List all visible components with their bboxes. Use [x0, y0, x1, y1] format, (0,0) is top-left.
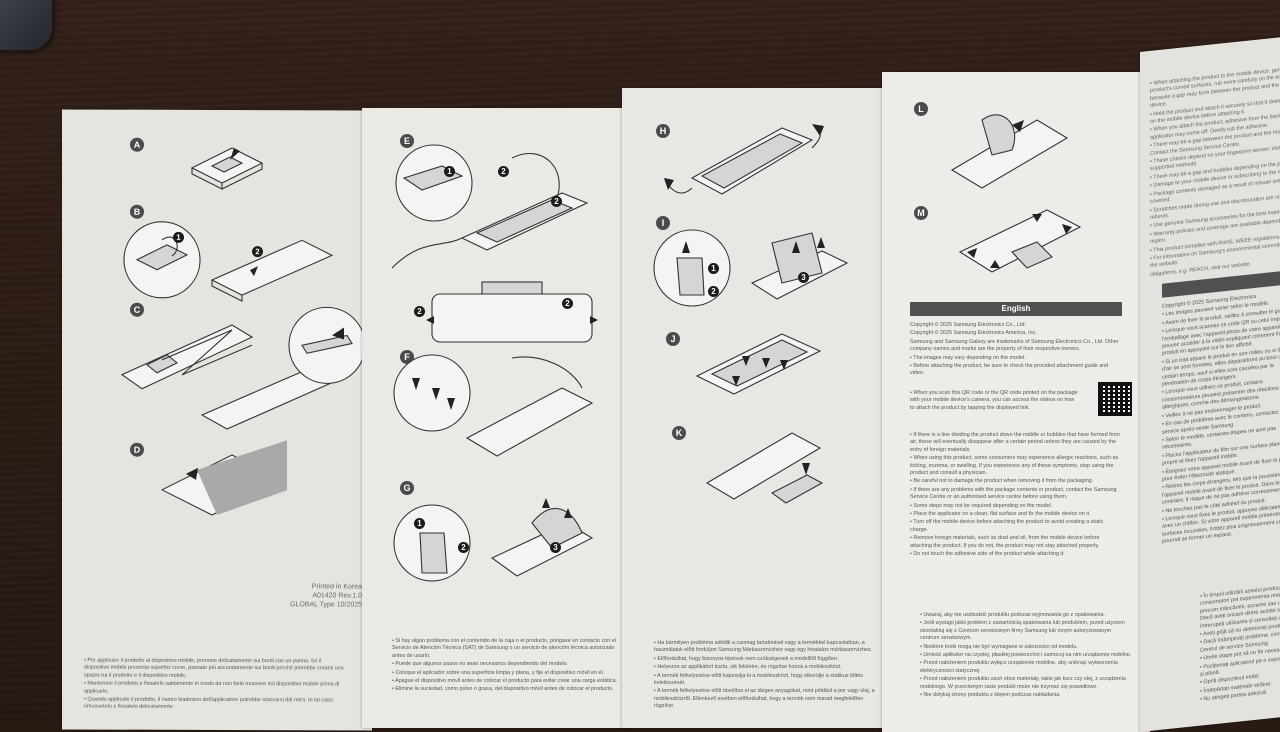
- qr-instruction-text: When you scan this QR code or the QR cod…: [910, 390, 1080, 413]
- step-label-i: I: [656, 216, 670, 230]
- step-label-h: H: [656, 124, 670, 138]
- callout-3: 3: [550, 542, 561, 553]
- qr-text: When you scan this QR code or the QR cod…: [910, 390, 1080, 412]
- illustration-step-a: [190, 147, 264, 190]
- illustration-step-h: [664, 124, 824, 195]
- copyright-line: Copyright © 2025 Samsung Electronics Co.…: [910, 322, 1027, 328]
- illustration-step-k: [705, 432, 824, 504]
- callout-2: 2: [252, 246, 263, 258]
- bullet-line: Place the applicator on a clean, flat su…: [910, 511, 1122, 518]
- instruction-panel-1: A B 1 2 C D Printed in Korea A01420 Rev.…: [62, 109, 372, 731]
- illustration-step-g: [393, 498, 594, 582]
- illustration-step-i: [653, 229, 849, 307]
- instruction-panel-3: H I 1 2 3 J K Ha bármilyen probléma adód…: [622, 88, 890, 728]
- step-label-g: G: [400, 481, 414, 495]
- footer-line: Przed nałożeniem produktu wyłącz urządze…: [920, 660, 1132, 675]
- trademark-line: Samsung and Samsung Galaxy are trademark…: [910, 338, 1119, 353]
- bullet-line: If there are any problems with the packa…: [910, 487, 1122, 502]
- print-country: Printed in Korea: [311, 583, 362, 591]
- footer-line: Nie dotykaj strony produktu z klejem pod…: [920, 692, 1132, 699]
- callout-2: 2: [562, 298, 573, 309]
- step-label-b: B: [130, 204, 144, 219]
- footer-line: A termék felhelyezése előtt kapcsolja ki…: [654, 673, 882, 688]
- instruction-panel-2: E 1 2 2 2 2 F G 1 2 3 Si hay algún: [362, 108, 630, 728]
- step-label-l: L: [914, 102, 928, 116]
- bullet-line: Do not touch the adhesive side of the pr…: [910, 551, 1122, 558]
- footer-line: Jeśli wystąpi jakiś problem z zawartości…: [920, 620, 1132, 642]
- illustration-step-m: [958, 209, 1082, 273]
- step-label-d: D: [130, 442, 144, 457]
- step-label-e: E: [400, 134, 414, 148]
- hungarian-text-block: Ha bármilyen probléma adódik a csomag ta…: [654, 640, 882, 712]
- step-label-k: K: [672, 426, 686, 440]
- footer-line: A termék felhelyezése előtt távolítsa el…: [654, 688, 882, 710]
- bullet-line: Remove foreign materials, such as dust a…: [910, 535, 1122, 550]
- romanian-text-block: În timpul utilizării acestui produs, uni…: [1200, 582, 1280, 705]
- illustration-step-b: [123, 221, 334, 302]
- callout-3: 3: [798, 272, 809, 283]
- callout-2: 2: [551, 196, 562, 207]
- footer-line: Elimine la suciedad, como polvo o grasa,…: [392, 686, 620, 693]
- english-bullets: If there is a line dividing the product …: [910, 432, 1122, 560]
- step-label-a: A: [130, 137, 144, 152]
- note-line: Before attaching the product, be sure to…: [910, 363, 1122, 378]
- english-continued-block: When attaching the product to the mobile…: [1150, 64, 1280, 280]
- footer-line: Mantenete il prodotto e fissatelo saldam…: [84, 681, 344, 697]
- footer-line: Uważaj, aby nie uszkodzić produktu podcz…: [920, 612, 1132, 619]
- step-label-j: J: [666, 332, 680, 346]
- callout-2: 2: [414, 306, 425, 317]
- footer-line: Przed nałożeniem produktu usuń obce mate…: [920, 676, 1132, 691]
- instruction-panel-5: When attaching the product to the mobile…: [1140, 35, 1280, 732]
- callout-1: 1: [708, 263, 719, 274]
- print-revision: A01420 Rev.1.0: [312, 592, 362, 600]
- bullet-line: Some steps may not be required depending…: [910, 503, 1122, 510]
- qr-code[interactable]: [1098, 382, 1132, 416]
- spanish-text-block: Si hay algún problema con el contenido d…: [392, 638, 620, 695]
- footer-line: Helyezze az applikátort tiszta, sík felü…: [654, 664, 882, 671]
- step-label-f: F: [400, 350, 414, 364]
- footer-line: Puede que algunos pasos no sean necesari…: [392, 661, 620, 668]
- note-line: The images may vary depending on the mod…: [910, 355, 1122, 362]
- phone-corner-object: [0, 0, 52, 50]
- english-section-header: English: [910, 302, 1122, 316]
- footer-line: Si hay algún problema con el contenido d…: [392, 638, 620, 660]
- instruction-panel-4: L M English Copyright © 2025 Samsung Ele…: [882, 72, 1150, 732]
- illustration-step-c: [120, 306, 366, 430]
- bullet-line: When using this product, some consumers …: [910, 455, 1122, 477]
- french-text-block: Copyright © 2025 Samsung Electronics Les…: [1162, 289, 1280, 547]
- illustration-step-j: [695, 333, 822, 395]
- callout-2: 2: [458, 542, 469, 553]
- callout-2: 2: [498, 166, 509, 177]
- italian-text-block: Per applicare il prodotto al dispositivo…: [84, 658, 344, 714]
- callout-1: 1: [173, 231, 184, 243]
- footer-line: Niektóre kroki mogą nie być wymagane w z…: [920, 644, 1132, 651]
- footer-line: Ha bármilyen probléma adódik a csomag ta…: [654, 640, 882, 655]
- footer-line: Quando applicate il prodotto, il nastro …: [84, 697, 344, 713]
- polish-text-block: Uważaj, aby nie uszkodzić produktu podcz…: [920, 612, 1132, 700]
- footer-line: Apague el dispositivo móvil antes de col…: [392, 678, 620, 685]
- callout-1: 1: [444, 166, 455, 177]
- illustration-step-f: [393, 354, 594, 457]
- english-copyright-block: Copyright © 2025 Samsung Electronics Co.…: [910, 322, 1122, 379]
- print-info: Printed in Korea A01420 Rev.1.0 GLOBAL T…: [262, 582, 362, 609]
- step-label-m: M: [914, 206, 928, 220]
- callout-2: 2: [708, 286, 719, 297]
- print-type: GLOBAL Type 10/2025: [290, 601, 362, 609]
- illustration-step-d: [160, 440, 287, 516]
- illustration-step-l: [950, 114, 1069, 189]
- footer-line: Per applicare il prodotto al dispositivo…: [84, 658, 344, 681]
- footer-line: Umieść aplikator na czystej, płaskiej po…: [920, 652, 1132, 659]
- footer-line: Előfordulhat, hogy bizonyos lépések nem …: [654, 656, 882, 663]
- copyright-line: Copyright © 2025 Samsung Electronics Ame…: [910, 330, 1037, 337]
- bullet-line: If there is a line dividing the product …: [910, 432, 1122, 454]
- callout-1: 1: [414, 518, 425, 529]
- text-line: În timpul utilizării acestui produs, uni…: [1200, 582, 1280, 631]
- footer-line: Coloque el aplicador sobre una superfici…: [392, 670, 620, 677]
- illustration-phone-front: [426, 281, 598, 343]
- illustration-step-e: [391, 144, 589, 269]
- bullet-line: Be careful not to damage the product whe…: [910, 478, 1122, 485]
- bullet-line: Turn off the mobile device before attach…: [910, 519, 1122, 534]
